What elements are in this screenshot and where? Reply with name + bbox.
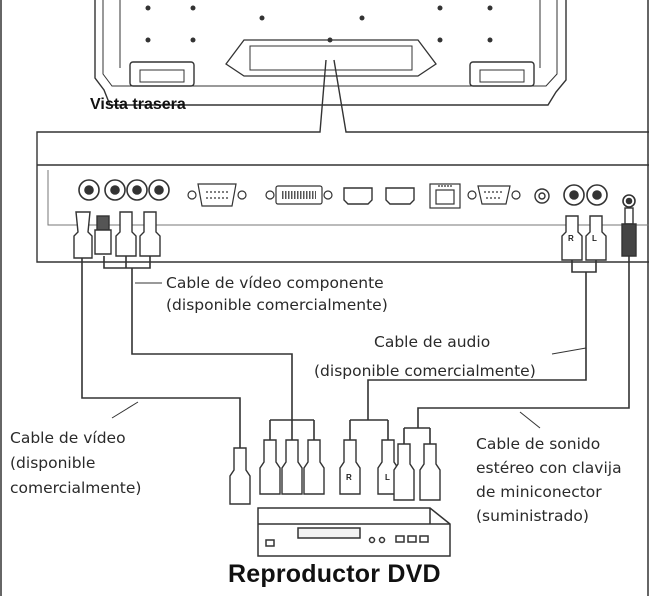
cables — [81, 256, 630, 448]
dvd-plug-left-mark: L — [385, 473, 390, 482]
dvd-player — [257, 507, 451, 557]
video-cable-label-line3: comercialmente) — [10, 479, 142, 497]
audio-plug-right-mark: R — [568, 234, 574, 243]
device-title: Reproductor DVD — [228, 560, 441, 588]
audio-plug-left-mark: L — [592, 234, 597, 243]
component-video-jacks — [78, 179, 170, 201]
audio-jacks — [563, 184, 636, 208]
component-cable-label-line2: (disponible comercialmente) — [166, 296, 388, 314]
rear-view-label: Vista trasera — [90, 96, 186, 113]
component-cable-label-line1: Cable de vídeo componente — [166, 274, 384, 292]
video-cable-label-line2: (disponible — [10, 454, 96, 472]
label-leaders — [111, 282, 587, 429]
terminal-panel — [36, 164, 649, 263]
stereo-cable-label-line4: (suministrado) — [476, 507, 589, 525]
stereo-cable-label-line1: Cable de sonido — [476, 435, 601, 453]
video-cable-label-line1: Cable de vídeo — [10, 429, 126, 447]
dvi-connector — [265, 185, 333, 205]
dvd-plug-right-mark: R — [346, 473, 352, 482]
vga-connector — [187, 183, 247, 207]
hdmi-connectors — [343, 187, 415, 205]
stereo-cable-label-line3: de miniconector — [476, 483, 602, 501]
audio-cable-label-line1: Cable de audio — [374, 333, 491, 351]
control-jack — [534, 188, 550, 204]
lan-port — [429, 183, 461, 209]
monitor-screws — [145, 5, 493, 43]
zoom-lines — [36, 59, 649, 165]
serial-connector — [467, 185, 521, 205]
stereo-cable-label-line2: estéreo con clavija — [476, 459, 622, 477]
monitor-plugs — [73, 207, 637, 261]
monitor-rear-view — [94, 0, 567, 106]
dvd-plugs — [229, 439, 441, 505]
audio-cable-label-line2: (disponible comercialmente) — [314, 362, 536, 380]
